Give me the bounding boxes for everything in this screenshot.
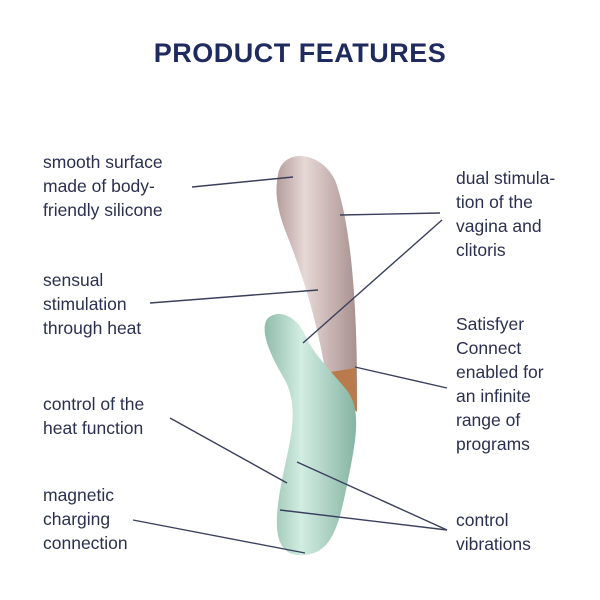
shaft bbox=[276, 156, 358, 410]
label-control-vibrations: control vibrations bbox=[456, 510, 531, 554]
label-heat-control: control of the heat function bbox=[43, 394, 145, 438]
page-title: PRODUCT FEATURES bbox=[153, 38, 447, 68]
label-smooth-surface: smooth surface made of body- friendly si… bbox=[43, 152, 163, 220]
label-magnetic-charging: magnetic charging connection bbox=[43, 485, 128, 553]
leader-lines bbox=[132, 176, 448, 554]
label-dual-stimulation: dual stimula- tion of the vagina and cli… bbox=[456, 168, 556, 260]
label-heat-stimulation: sensual stimulation through heat bbox=[43, 270, 142, 338]
handle bbox=[264, 314, 357, 556]
label-satisfyer-connect: Satisfyer Connect enabled for an infinit… bbox=[456, 314, 544, 454]
